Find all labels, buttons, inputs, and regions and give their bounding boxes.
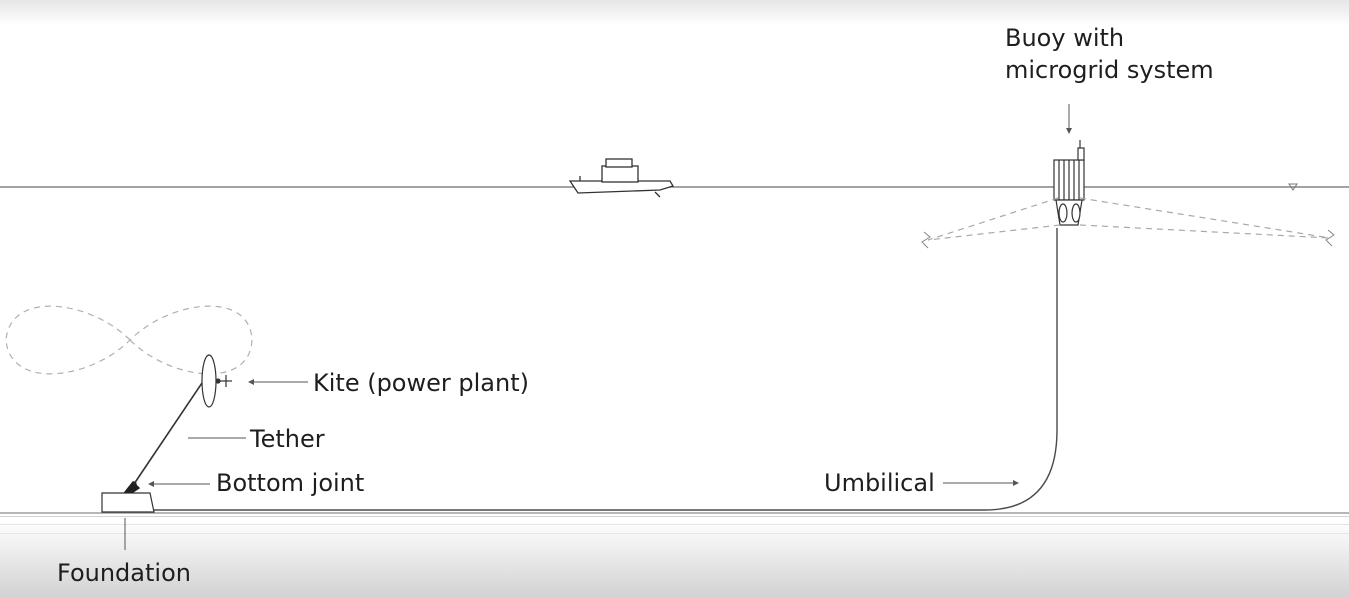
foundation-label: Foundation [57, 559, 191, 587]
tether-line [133, 379, 205, 485]
kite-icon [201, 354, 232, 408]
water-level-icon [1288, 183, 1298, 191]
buoy-label-line1: Buoy with [1005, 24, 1125, 52]
buoy-icon [1053, 140, 1085, 226]
umbilical-cable [150, 228, 1058, 511]
bottom-joint-icon [123, 480, 141, 493]
umbilical-label: Umbilical [824, 469, 935, 497]
bottom-joint-label: Bottom joint [216, 469, 365, 497]
seabed-texture [0, 516, 1349, 534]
buoy-label-line2: microgrid system [1005, 56, 1214, 84]
leader-lines [124, 104, 1070, 550]
tether-label: Tether [250, 425, 325, 453]
anchor-break-marks [921, 229, 1335, 249]
kite-flight-path [5, 305, 253, 375]
top-shade [0, 0, 1349, 26]
foundation-icon [101, 492, 155, 513]
kite-label: Kite (power plant) [313, 369, 529, 397]
seabed-shade [0, 520, 1349, 597]
vessel-icon [568, 158, 674, 198]
leader-arrowheads [148, 128, 1072, 487]
mooring-lines [927, 197, 1331, 241]
